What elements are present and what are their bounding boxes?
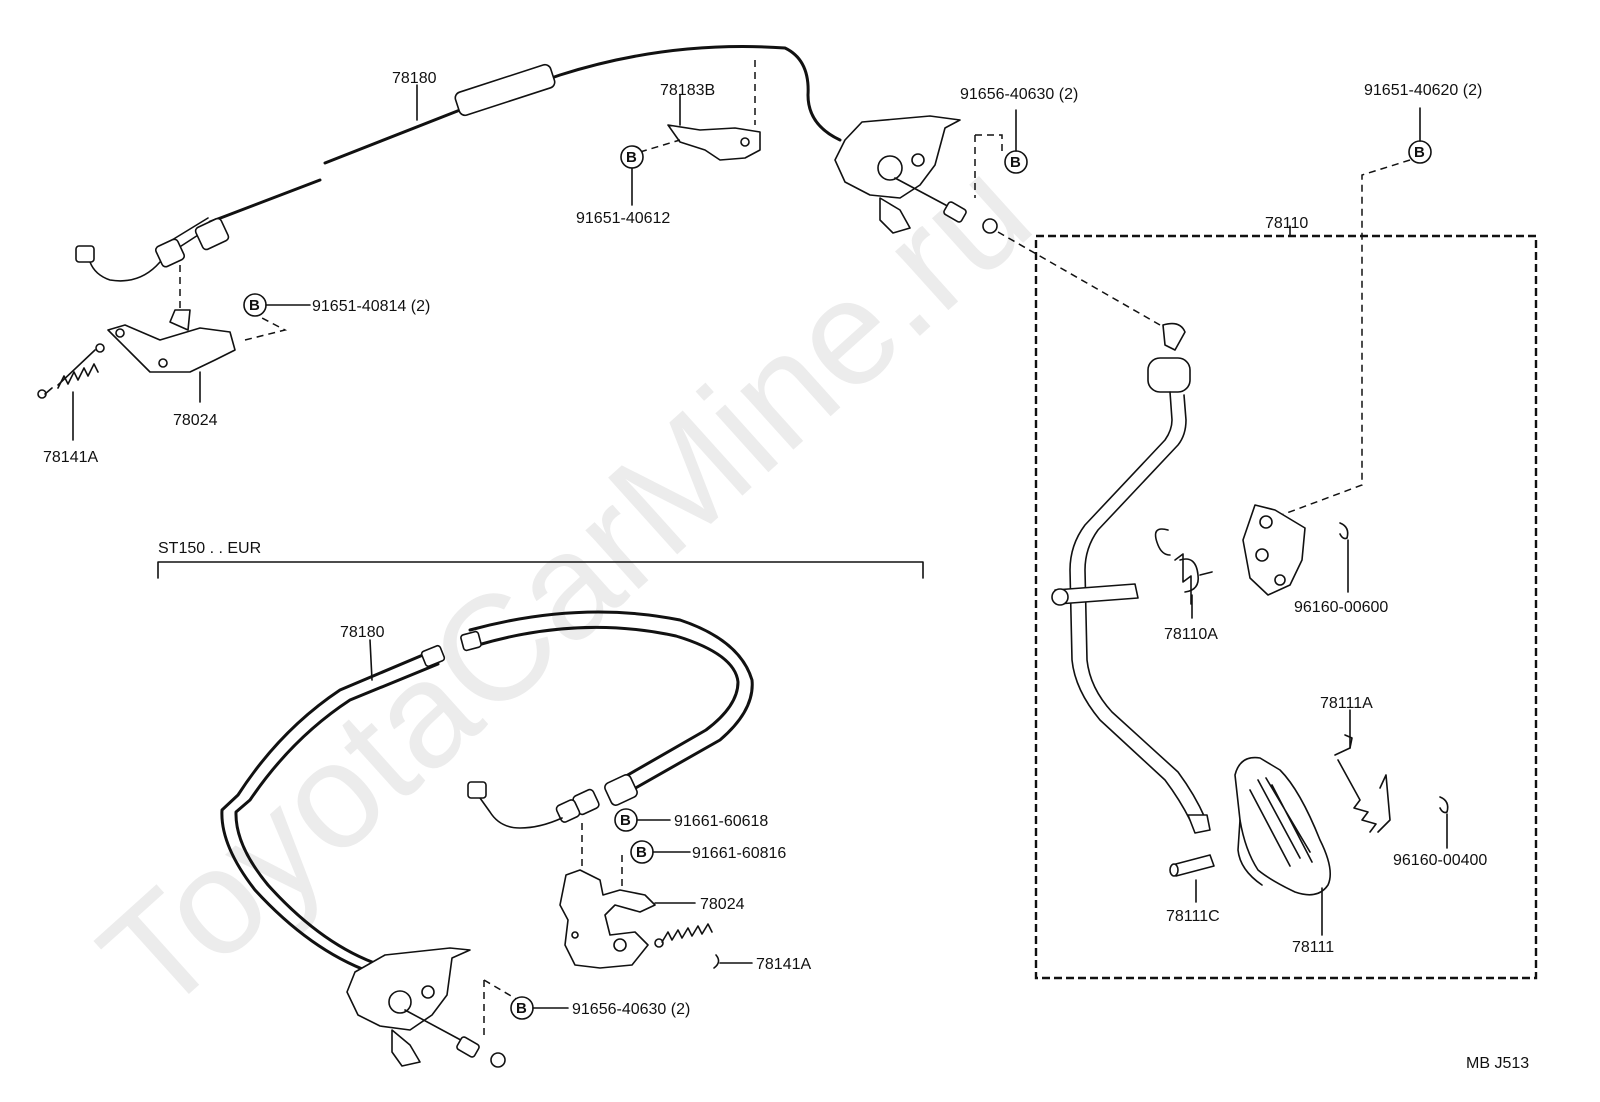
clip-ring-96160-00600[interactable]	[1339, 522, 1349, 540]
pedal-assembly-frame	[1034, 234, 1538, 980]
label-78110a: 78110A	[1164, 626, 1218, 643]
accelerator-cable-top[interactable]	[75, 45, 842, 282]
label-78024-bottom: 78024	[700, 896, 745, 913]
pin-78111c[interactable]	[1169, 854, 1215, 877]
accelerator-pedal-lever[interactable]	[1051, 322, 1211, 834]
label-78141a-bottom: 78141A	[756, 956, 811, 973]
pad-spring-78111a[interactable]	[1334, 734, 1391, 833]
svg-text:B: B	[626, 149, 637, 166]
label-78180-top: 78180	[392, 70, 437, 87]
label-91661-60618: 91661-60618	[674, 813, 768, 830]
label-78024-top: 78024	[173, 412, 218, 429]
svg-text:B: B	[636, 844, 647, 861]
label-91651-40814: 91651-40814 (2)	[312, 298, 430, 315]
label-78180-bottom: 78180	[340, 624, 385, 641]
svg-text:B: B	[1414, 144, 1425, 161]
bolt-badge-b-91661-60816: B	[630, 840, 654, 864]
section-bracket	[157, 561, 924, 579]
return-spring-78110a[interactable]	[1154, 528, 1213, 605]
label-78110: 78110	[1265, 215, 1308, 232]
svg-text:B: B	[620, 812, 631, 829]
bracket-78024-top[interactable]	[107, 309, 236, 373]
bracket-78183b[interactable]	[667, 124, 761, 161]
footer-code: MB J513	[1466, 1055, 1529, 1072]
label-91651-40612: 91651-40612	[576, 210, 670, 227]
spring-78141a-bottom[interactable]	[654, 923, 720, 969]
label-91651-40620: 91651-40620 (2)	[1364, 82, 1482, 99]
label-96160-00400: 96160-00400	[1393, 852, 1487, 869]
pedal-bracket-plate[interactable]	[1242, 504, 1306, 596]
label-78141a-top: 78141A	[43, 449, 98, 466]
label-96160-00600: 96160-00600	[1294, 599, 1388, 616]
label-78111: 78111	[1292, 939, 1334, 956]
bracket-78024-bottom[interactable]	[559, 869, 656, 969]
throttle-link-top[interactable]	[834, 115, 998, 234]
bolt-badge-b-91656-top: B	[1004, 150, 1028, 174]
bolt-badge-b-91661-60618: B	[614, 808, 638, 832]
label-78183b: 78183B	[660, 82, 715, 99]
svg-text:B: B	[249, 297, 260, 314]
pedal-pad-78111[interactable]	[1234, 756, 1331, 896]
bolt-badge-b-91651-40620: B	[1408, 140, 1432, 164]
label-78111a: 78111A	[1320, 695, 1373, 712]
bolt-badge-b-91656-bottom: B	[510, 996, 534, 1020]
bolt-badge-b-91651-40814: B	[243, 293, 267, 317]
label-78111c: 78111C	[1166, 908, 1220, 925]
accelerator-cable-bottom[interactable]	[220, 610, 754, 974]
svg-text:B: B	[516, 1000, 527, 1017]
label-st150-eur: ST150 . . EUR	[158, 540, 261, 557]
bolt-badge-b-top-91651-40612: B	[620, 145, 644, 169]
label-91661-60816: 91661-60816	[692, 845, 786, 862]
label-91656-40630-bottom: 91656-40630 (2)	[572, 1001, 690, 1018]
svg-text:B: B	[1010, 154, 1021, 171]
clip-ring-96160-00400[interactable]	[1439, 796, 1449, 814]
spring-78141a-top[interactable]	[37, 343, 105, 399]
label-91656-40630-top: 91656-40630 (2)	[960, 86, 1078, 103]
throttle-link-bottom[interactable]	[346, 947, 506, 1068]
